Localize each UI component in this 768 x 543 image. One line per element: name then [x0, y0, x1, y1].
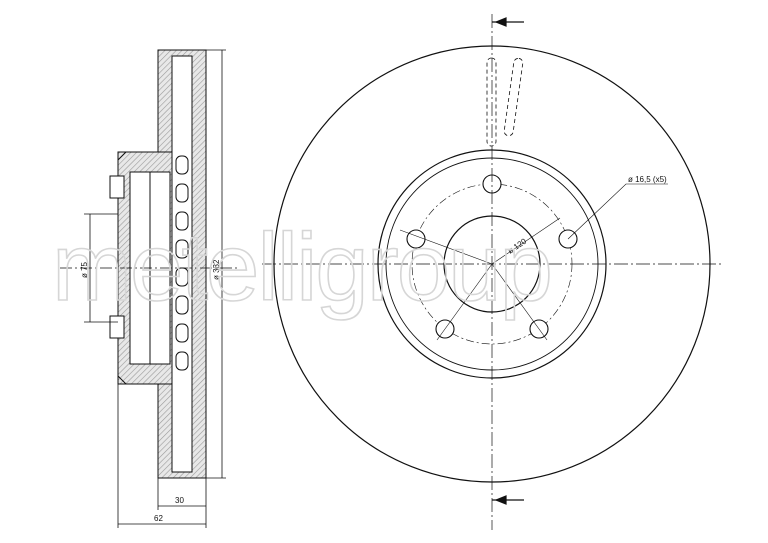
cooling-vanes — [175, 155, 189, 371]
stud-boss-top — [109, 175, 125, 199]
stud-boss-bottom — [109, 315, 125, 339]
disc-diameter-dimension — [206, 49, 226, 479]
disc-diameter-label: ø 332 — [212, 259, 221, 280]
front-view — [262, 14, 724, 530]
side-section-view — [60, 49, 240, 528]
thickness-dimension — [157, 478, 207, 510]
hole-size-leader — [567, 183, 668, 240]
hole-size-label: ø 16,5 (x5) — [628, 175, 667, 184]
overall-height-dimension — [117, 384, 207, 528]
pcd-leader — [491, 217, 561, 265]
hub-diameter-label: ø 75 — [80, 261, 89, 278]
section-marker-bottom — [492, 495, 524, 505]
overall-height-label: 62 — [154, 514, 163, 523]
hole-radials — [399, 229, 548, 341]
section-marker-top — [492, 17, 524, 27]
watermark-text: metelligroup — [52, 214, 551, 321]
wear-indicator-slots — [486, 57, 524, 147]
thickness-label: 30 — [175, 496, 184, 505]
